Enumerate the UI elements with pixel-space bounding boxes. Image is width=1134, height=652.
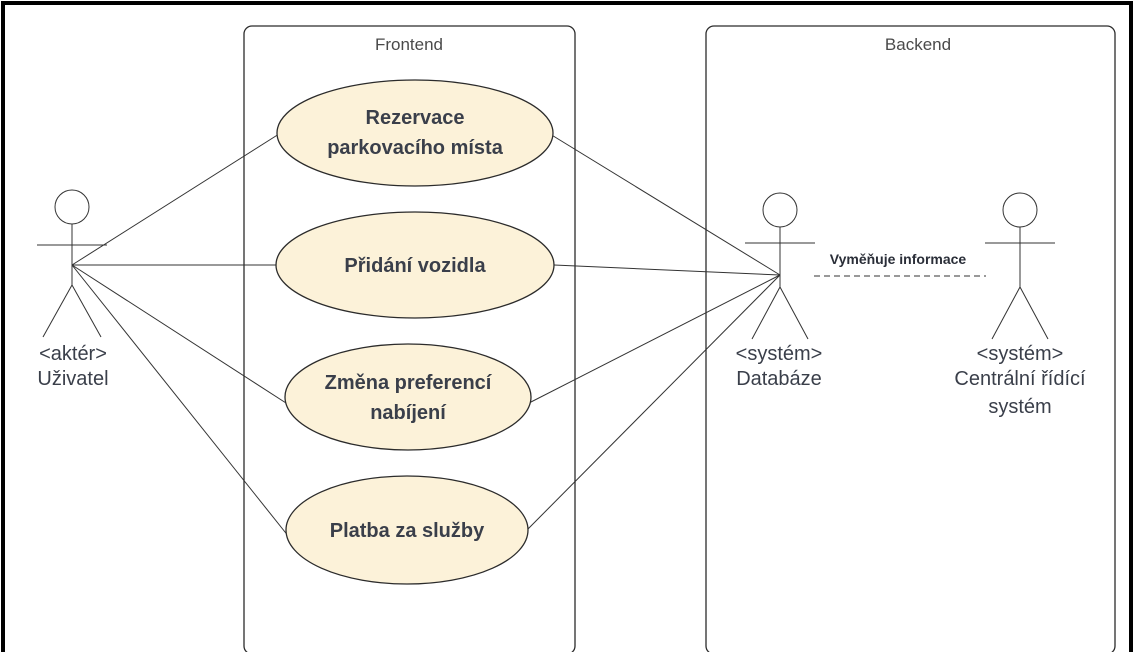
actor-leg — [1019, 286, 1049, 340]
system-title-backend: Backend — [885, 35, 951, 54]
use-case-label: Změna preferencí — [325, 372, 493, 394]
use-case-rezervace[interactable]: Rezervace parkovacího místa — [276, 79, 554, 187]
actor-leg — [71, 284, 102, 338]
actor-centralni-ridici-system[interactable] — [985, 192, 1055, 340]
use-case-pridani-vozidla[interactable]: Přidání vozidla — [275, 211, 555, 319]
use-case-label: Rezervace — [366, 107, 465, 129]
use-case-label: nabíjení — [370, 402, 447, 424]
use-case-zmena-preferenci[interactable]: Změna preferencí nabíjení — [284, 343, 532, 451]
use-case-ellipse[interactable] — [276, 79, 554, 187]
actor-uzivatel[interactable] — [37, 189, 107, 338]
use-case-label: Platba za služby — [330, 520, 485, 542]
system-boundary-backend[interactable] — [705, 25, 1116, 652]
associations-user — [71, 133, 290, 538]
use-case-platba[interactable]: Platba za služby — [285, 475, 529, 585]
use-case-label: parkovacího místa — [327, 137, 504, 159]
actor-stereotype: <systém> — [977, 343, 1064, 365]
association-line — [549, 133, 781, 276]
actor-stereotype: <systém> — [736, 343, 823, 365]
association-line — [71, 133, 280, 266]
use-case-ellipse[interactable] — [275, 211, 555, 319]
association-line — [528, 274, 781, 404]
actor-name: systém — [988, 396, 1051, 418]
use-case-label: Přidání vozidla — [344, 255, 486, 277]
association-line — [525, 274, 781, 532]
actor-name: Uživatel — [37, 368, 108, 390]
actor-leg — [751, 286, 781, 340]
actor-stereotype: <aktér> — [39, 343, 107, 365]
association-line — [71, 264, 287, 404]
actor-leg — [991, 286, 1021, 340]
actor-name: Centrální řídící — [954, 368, 1086, 390]
actor-head — [54, 189, 90, 225]
associations-database — [525, 133, 781, 532]
actor-leg — [779, 286, 809, 340]
association-label: Vyměňuje informace — [830, 251, 967, 267]
actor-databaze[interactable] — [745, 192, 815, 340]
system-boundary-frontend[interactable] — [243, 25, 576, 652]
actor-leg — [42, 284, 73, 338]
association-line — [553, 264, 781, 276]
association-line — [71, 264, 290, 538]
system-title-frontend: Frontend — [375, 35, 443, 54]
use-case-ellipse[interactable] — [284, 343, 532, 451]
actor-head — [762, 192, 798, 228]
actor-head — [1002, 192, 1038, 228]
actor-name: Databáze — [736, 368, 822, 390]
use-case-ellipse[interactable] — [285, 475, 529, 585]
